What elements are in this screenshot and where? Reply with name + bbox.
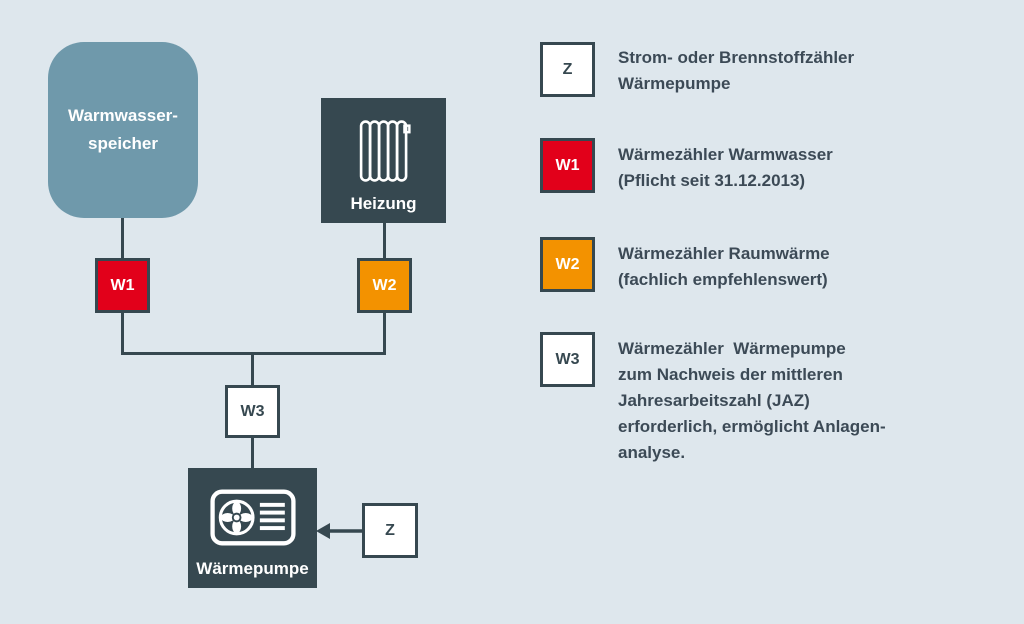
meter-z: Z: [362, 503, 418, 558]
legend-symbol-z-label: Z: [562, 60, 573, 78]
storage-label-line2: speicher: [88, 134, 158, 153]
heat-pump-node: Wärmepumpe: [188, 468, 317, 588]
heating-node: Heizung: [321, 98, 446, 223]
meter-w3-label: W3: [240, 402, 265, 420]
legend-w3-line2: zum Nachweis der mittleren: [618, 365, 843, 384]
heat-pump-label: Wärmepumpe: [196, 559, 309, 578]
meter-w2-label: W2: [372, 276, 397, 294]
connector-storage-w1: [121, 218, 124, 258]
legend-symbol-w3-label: W3: [555, 350, 580, 368]
meter-w1: W1: [95, 258, 150, 313]
legend-w3-line5: analyse.: [618, 443, 686, 462]
legend-w3-line4: erforderlich, ermöglicht Anlagen-: [618, 417, 886, 436]
legend-w1-line2: (Pflicht seit 31.12.2013): [618, 171, 806, 190]
meter-w1-label: W1: [110, 276, 135, 294]
legend-entry-w3: Wärmezähler Wärmepumpe zum Nachweis der …: [618, 336, 886, 466]
legend-w3-line1: Wärmezähler Wärmepumpe: [618, 339, 846, 358]
legend-symbol-w2: W2: [540, 237, 595, 292]
legend-w1-line1: Wärmezähler Warmwasser: [618, 145, 833, 164]
legend-symbol-w1: W1: [540, 138, 595, 193]
connector-junction-w3: [251, 352, 254, 385]
storage-label-line1: Warmwasser-: [68, 106, 178, 125]
legend-symbol-w2-label: W2: [555, 255, 580, 273]
connector-w1-junction: [121, 313, 124, 355]
heating-label: Heizung: [350, 194, 417, 213]
connector-w2-junction: [383, 312, 386, 355]
hot-water-storage-node: Warmwasser- speicher: [48, 42, 198, 218]
legend-z-line1: Strom- oder Brennstoffzähler: [618, 48, 855, 67]
legend-z-line2: Wärmepumpe: [618, 74, 731, 93]
arrow-left-icon: [315, 521, 365, 541]
legend-w2-line1: Wärmezähler Raumwärme: [618, 244, 830, 263]
heat-pump-fan-icon: [209, 488, 296, 546]
legend-entry-w2: Wärmezähler Raumwärme (fachlich empfehle…: [618, 241, 830, 293]
legend-symbol-w1-label: W1: [555, 156, 580, 174]
radiator-icon: [357, 112, 411, 190]
legend-w3-line3: Jahresarbeitszahl (JAZ): [618, 391, 810, 410]
legend-entry-z: Strom- oder Brennstoffzähler Wärmepumpe: [618, 45, 854, 97]
legend-symbol-w3: W3: [540, 332, 595, 387]
connector-w3-heatpump: [251, 438, 254, 468]
connector-heating-w2: [383, 223, 386, 258]
meter-w3: W3: [225, 385, 280, 438]
legend-entry-w1: Wärmezähler Warmwasser (Pflicht seit 31.…: [618, 142, 833, 194]
meter-z-label: Z: [385, 521, 395, 539]
meter-w2: W2: [357, 258, 412, 313]
legend-w2-line2: (fachlich empfehlenswert): [618, 270, 828, 289]
legend-symbol-z: Z: [540, 42, 595, 97]
